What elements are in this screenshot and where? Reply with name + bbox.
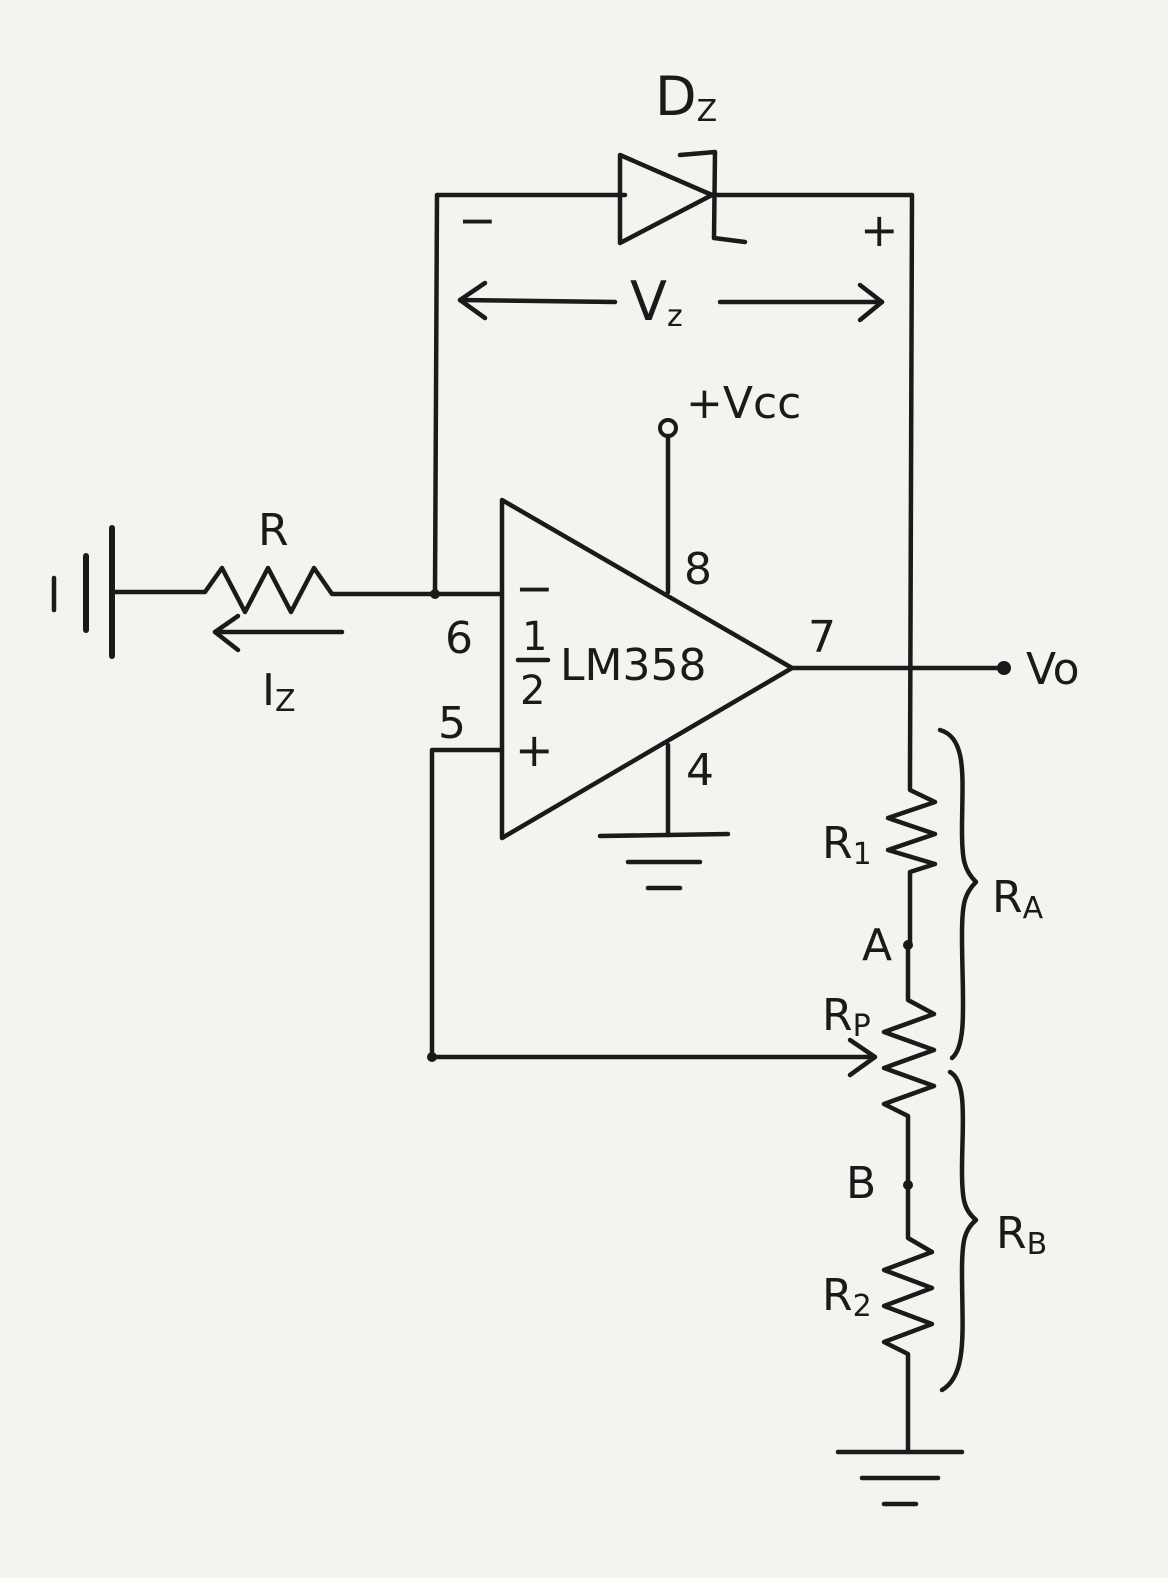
wiper-wire-node bbox=[427, 1052, 437, 1062]
output-terminal bbox=[997, 661, 1011, 675]
ra-label-sub: A bbox=[1023, 891, 1044, 926]
vz-label: Vz bbox=[630, 270, 683, 334]
rp-label: RP bbox=[822, 990, 871, 1044]
resistor-r1 bbox=[885, 767, 938, 948]
pin-8-label: 8 bbox=[684, 544, 712, 595]
vz-arrow bbox=[457, 280, 885, 323]
r2-label: R2 bbox=[822, 1270, 872, 1324]
pin5-wire bbox=[429, 747, 873, 1060]
opamp-body bbox=[499, 497, 795, 841]
node-6-junction bbox=[430, 589, 440, 599]
current-arrow bbox=[212, 613, 345, 653]
r1-label-sub: 1 bbox=[853, 837, 872, 872]
r1-label: R1 bbox=[822, 818, 872, 872]
vz-label-sub: z bbox=[667, 299, 683, 334]
opamp-inverting-sign: − bbox=[515, 561, 554, 615]
potentiometer-rp bbox=[881, 942, 937, 1188]
current-label-sub: Z bbox=[275, 684, 296, 719]
node-b-label: B bbox=[846, 1158, 876, 1209]
zener-label-name: D bbox=[655, 65, 697, 128]
zener-label: DZ bbox=[655, 65, 717, 129]
pin-4-label: 4 bbox=[686, 745, 714, 796]
r1-label-name: R bbox=[822, 818, 853, 869]
r2-label-name: R bbox=[822, 1270, 853, 1321]
opamp-ground-symbol bbox=[597, 742, 731, 891]
opamp-fraction-den: 2 bbox=[520, 668, 545, 714]
feedback-wires bbox=[432, 192, 915, 773]
zener-diode bbox=[617, 149, 748, 246]
pin-7-label: 7 bbox=[808, 612, 836, 663]
zener-label-sub: Z bbox=[697, 94, 718, 129]
rp-label-name: R bbox=[822, 990, 853, 1041]
rb-label: RB bbox=[996, 1208, 1047, 1262]
resistor-r bbox=[109, 565, 505, 615]
vz-label-name: V bbox=[630, 270, 667, 333]
rp-label-sub: P bbox=[853, 1009, 871, 1044]
opamp-noninverting-sign: + bbox=[515, 723, 554, 777]
current-label-name: I bbox=[262, 665, 275, 716]
zener-plus-sign: + bbox=[860, 203, 899, 257]
rb-label-sub: B bbox=[1027, 1227, 1048, 1262]
opamp-fraction-num: 1 bbox=[522, 614, 547, 660]
vcc-label: +Vcc bbox=[686, 378, 801, 429]
zener-minus-sign: − bbox=[458, 193, 497, 247]
ra-label: RA bbox=[992, 872, 1044, 926]
ra-label-name: R bbox=[992, 872, 1023, 923]
resistor-r-label: R bbox=[258, 505, 289, 556]
pin-6-label: 6 bbox=[445, 613, 473, 664]
node-a-label: A bbox=[862, 920, 892, 971]
wiper-arrowhead bbox=[847, 1037, 878, 1078]
brace-ra bbox=[937, 727, 979, 1061]
pin-5-label: 5 bbox=[438, 698, 466, 749]
r2-label-sub: 2 bbox=[853, 1289, 872, 1324]
resistor-r2 bbox=[881, 1182, 935, 1455]
output-label: Vo bbox=[1026, 644, 1080, 695]
brace-rb bbox=[939, 1069, 979, 1393]
current-label: IZ bbox=[262, 665, 296, 719]
opamp-part-label: LM358 bbox=[560, 640, 706, 691]
bottom-ground-symbol bbox=[835, 1449, 965, 1507]
rb-label-name: R bbox=[996, 1208, 1027, 1259]
vcc-terminal bbox=[658, 418, 678, 438]
